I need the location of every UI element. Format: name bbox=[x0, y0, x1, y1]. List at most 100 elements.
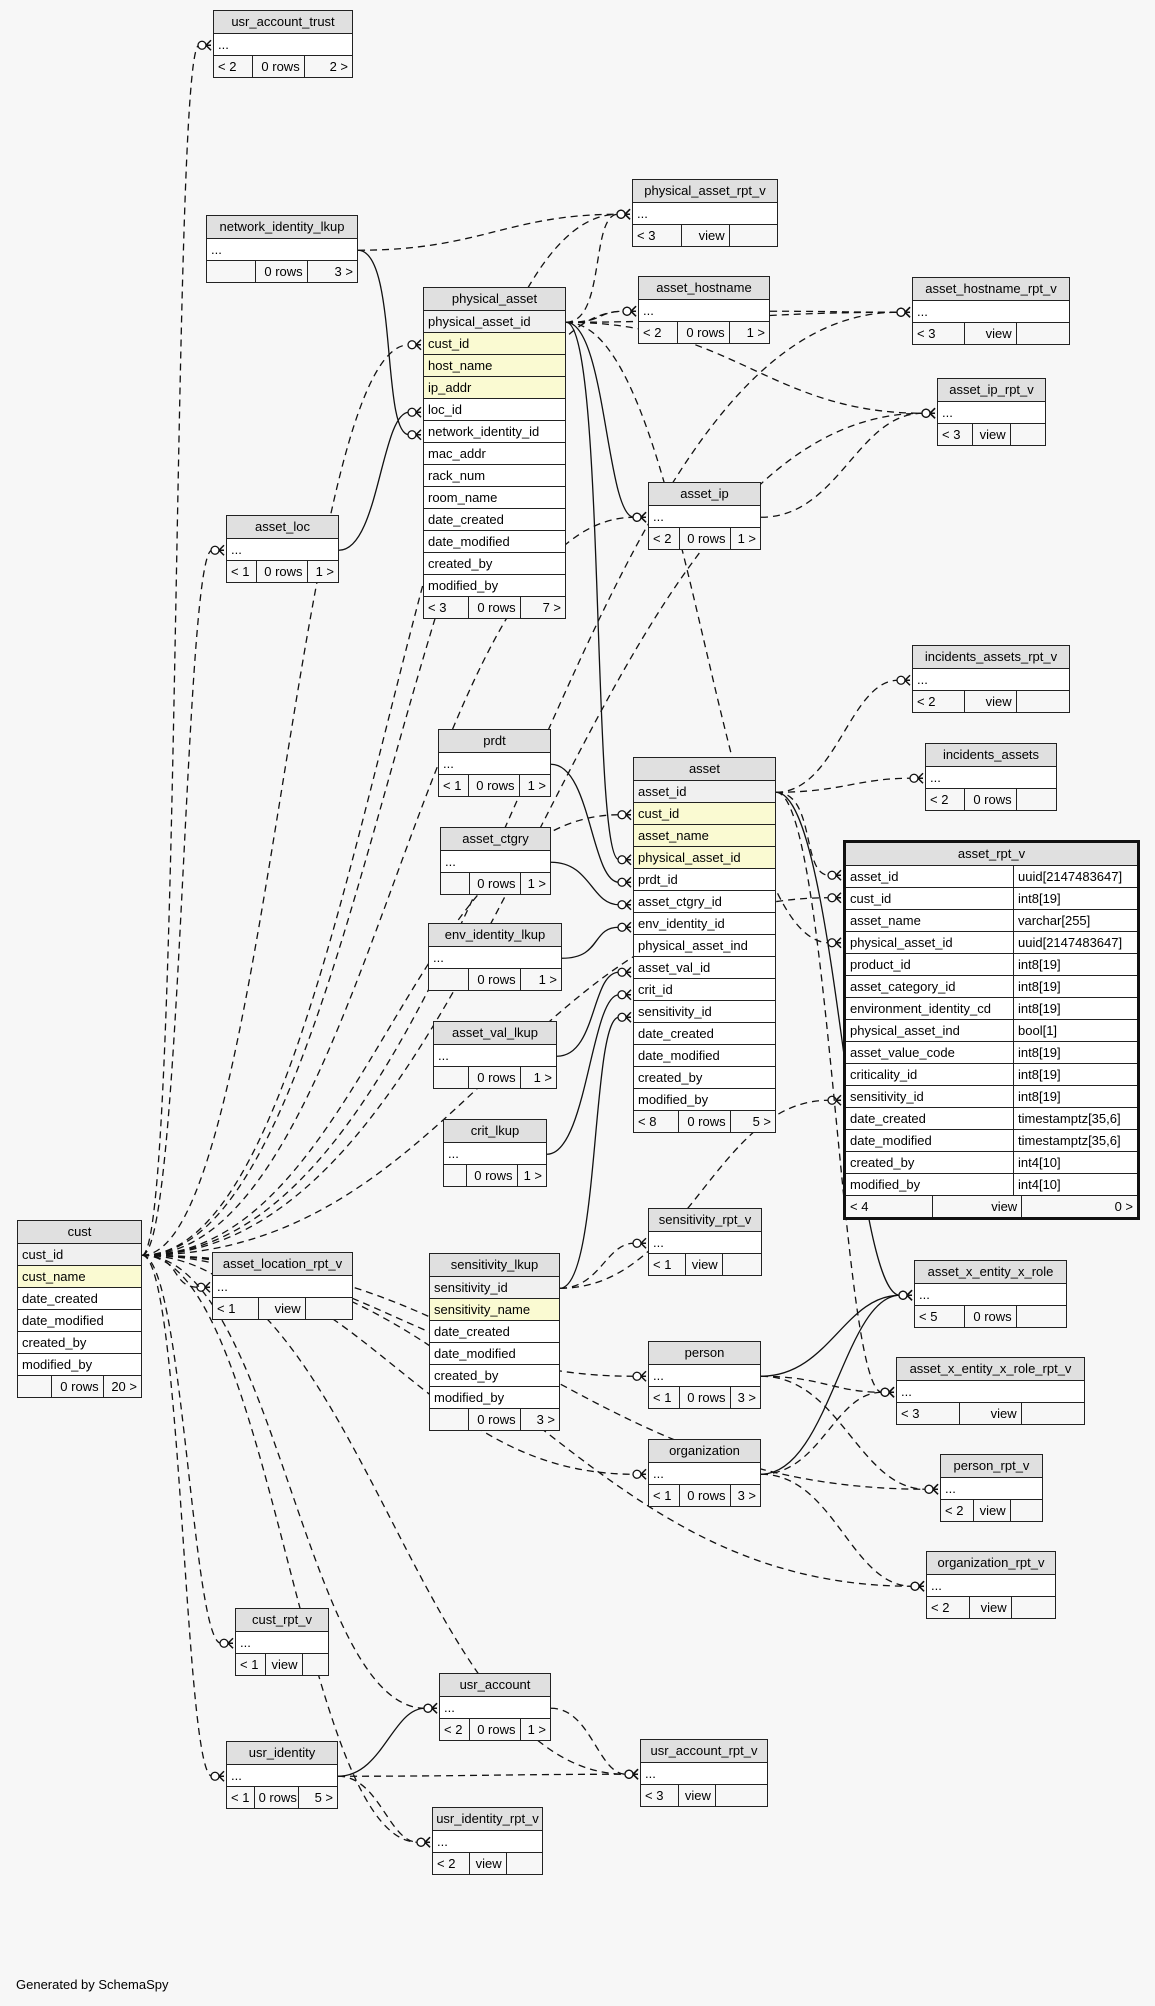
table-title[interactable]: asset_hostname bbox=[639, 277, 769, 300]
column-row[interactable]: modified_by bbox=[634, 1089, 775, 1111]
children-count[interactable]: 20 > bbox=[111, 1379, 137, 1394]
table-title[interactable]: usr_account_trust bbox=[214, 11, 352, 34]
column-row[interactable]: date_modified bbox=[18, 1310, 141, 1332]
children-count[interactable] bbox=[1017, 691, 1069, 712]
collapsed-columns[interactable]: ... bbox=[236, 1632, 328, 1654]
table-title[interactable]: asset_x_entity_x_role bbox=[915, 1261, 1066, 1284]
children-count[interactable]: 3 > bbox=[334, 264, 353, 279]
children-count[interactable]: 5 > bbox=[752, 1114, 772, 1129]
column-row[interactable]: sensitivity_id bbox=[430, 1277, 559, 1299]
parents-count[interactable]: < 1 bbox=[227, 1787, 255, 1808]
column-row[interactable]: date_created bbox=[18, 1288, 141, 1310]
children-count[interactable] bbox=[1017, 789, 1056, 810]
table-title[interactable]: sensitivity_lkup bbox=[430, 1254, 559, 1277]
column-row[interactable]: mac_addr bbox=[424, 443, 565, 465]
table-title[interactable]: person bbox=[649, 1342, 760, 1365]
table-title[interactable]: asset_hostname_rpt_v bbox=[913, 278, 1069, 301]
collapsed-columns[interactable]: ... bbox=[913, 669, 1069, 691]
column-row[interactable]: asset_id bbox=[634, 781, 775, 803]
column-row[interactable]: cust_id bbox=[634, 803, 775, 825]
children-count[interactable]: 5 > bbox=[314, 1790, 333, 1805]
table-title[interactable]: organization bbox=[649, 1440, 760, 1463]
children-count[interactable] bbox=[1017, 323, 1069, 344]
column-row[interactable]: host_name bbox=[424, 355, 565, 377]
parents-count[interactable]: < 1 bbox=[649, 1387, 680, 1408]
parents-count[interactable] bbox=[18, 1376, 53, 1397]
table-title[interactable]: prdt bbox=[439, 730, 550, 753]
column-row[interactable]: asset_ctgry_id bbox=[634, 891, 775, 913]
collapsed-columns[interactable]: ... bbox=[938, 402, 1045, 424]
table-title[interactable]: asset_ip_rpt_v bbox=[938, 379, 1045, 402]
column-row[interactable]: network_identity_id bbox=[424, 421, 565, 443]
collapsed-columns[interactable]: ... bbox=[441, 851, 550, 873]
parents-count[interactable] bbox=[434, 1067, 470, 1088]
parents-count[interactable]: < 1 bbox=[649, 1485, 680, 1506]
children-count[interactable]: 1 > bbox=[737, 531, 757, 546]
children-count[interactable] bbox=[730, 225, 777, 246]
table-title[interactable]: asset_ctgry bbox=[441, 828, 550, 851]
parents-count[interactable]: < 8 bbox=[634, 1111, 680, 1132]
children-count[interactable] bbox=[303, 1654, 328, 1675]
children-count[interactable]: 1 > bbox=[523, 1168, 542, 1183]
children-count[interactable]: 1 > bbox=[315, 564, 334, 579]
children-count[interactable]: 1 > bbox=[527, 876, 546, 891]
parents-count[interactable] bbox=[430, 1409, 470, 1430]
children-count[interactable] bbox=[716, 1785, 767, 1806]
children-count[interactable] bbox=[507, 1853, 542, 1874]
column-row[interactable]: created_by bbox=[18, 1332, 141, 1354]
table-title[interactable]: incidents_assets bbox=[926, 744, 1056, 767]
column-row[interactable]: prdt_id bbox=[634, 869, 775, 891]
column-row[interactable]: cust_name bbox=[18, 1266, 141, 1288]
parents-count[interactable]: < 3 bbox=[424, 597, 470, 618]
column-row[interactable]: cust_id bbox=[424, 333, 565, 355]
table-title[interactable]: asset_val_lkup bbox=[434, 1022, 556, 1045]
collapsed-columns[interactable]: ... bbox=[926, 767, 1056, 789]
column-row[interactable]: modified_by bbox=[18, 1354, 141, 1376]
column-row[interactable]: loc_id bbox=[424, 399, 565, 421]
column-row[interactable]: room_name bbox=[424, 487, 565, 509]
parents-count[interactable] bbox=[441, 873, 470, 894]
table-title[interactable]: asset_ip bbox=[649, 483, 760, 506]
children-count[interactable] bbox=[306, 1298, 352, 1319]
parents-count[interactable]: < 3 bbox=[897, 1403, 961, 1424]
table-title[interactable]: cust_rpt_v bbox=[236, 1609, 328, 1632]
collapsed-columns[interactable]: ... bbox=[649, 1232, 761, 1254]
table-title[interactable]: organization_rpt_v bbox=[927, 1552, 1055, 1575]
collapsed-columns[interactable]: ... bbox=[213, 1276, 352, 1298]
parents-count[interactable]: < 5 bbox=[915, 1306, 966, 1327]
parents-count[interactable]: < 2 bbox=[927, 1597, 971, 1618]
column-row[interactable]: modified_by bbox=[430, 1387, 559, 1409]
column-row[interactable]: rack_num bbox=[424, 465, 565, 487]
collapsed-columns[interactable]: ... bbox=[915, 1284, 1066, 1306]
column-row[interactable]: date_created bbox=[634, 1023, 775, 1045]
parents-count[interactable]: < 2 bbox=[913, 691, 966, 712]
parents-count[interactable]: < 3 bbox=[641, 1785, 680, 1806]
column-row[interactable]: created_by bbox=[430, 1365, 559, 1387]
column-row[interactable]: env_identity_id bbox=[634, 913, 775, 935]
table-title[interactable]: sensitivity_rpt_v bbox=[649, 1209, 761, 1232]
table-title[interactable]: asset_rpt_v bbox=[846, 843, 1137, 866]
column-row[interactable]: date_created bbox=[424, 509, 565, 531]
children-count[interactable] bbox=[1022, 1403, 1084, 1424]
